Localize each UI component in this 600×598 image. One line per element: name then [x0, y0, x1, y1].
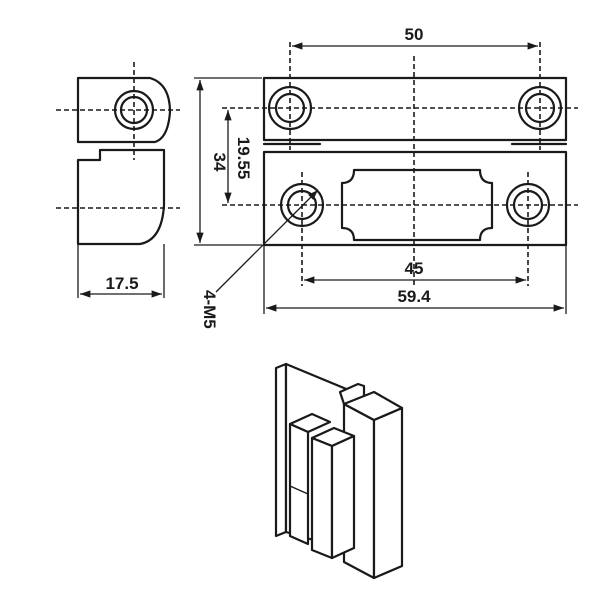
thread-callout-label: 4-M5 — [200, 290, 219, 329]
isometric-view — [274, 362, 404, 580]
iso-roller-left-split — [289, 485, 309, 495]
side-view: 17.5 — [56, 62, 180, 298]
side-view-top-part — [76, 76, 172, 144]
front-view — [222, 42, 578, 286]
iso-bracket-front — [372, 406, 404, 580]
top-plate — [262, 76, 568, 142]
dim-offset-label: 19.55 — [234, 137, 253, 180]
center-cutout — [340, 168, 494, 242]
dim-width-label: 59.4 — [397, 287, 431, 306]
iso-bracket-top — [342, 390, 404, 422]
iso-roller-left-front — [288, 422, 310, 546]
thread-leader-line — [215, 189, 319, 293]
side-view-bottom-part — [76, 148, 166, 246]
dimensions: 50 34 19.55 45 59.4 4-M5 — [194, 25, 567, 329]
iso-roller-right-front — [310, 436, 334, 560]
bottom-plate — [262, 150, 568, 247]
dim-depth-label: 17.5 — [105, 274, 138, 293]
dim-height-label: 34 — [210, 153, 229, 172]
dim-top-spacing-label: 50 — [405, 25, 424, 44]
iso-roller-right-side — [330, 434, 356, 560]
iso-back-plate — [274, 362, 288, 538]
dim-bottom-spacing-label: 45 — [405, 259, 424, 278]
